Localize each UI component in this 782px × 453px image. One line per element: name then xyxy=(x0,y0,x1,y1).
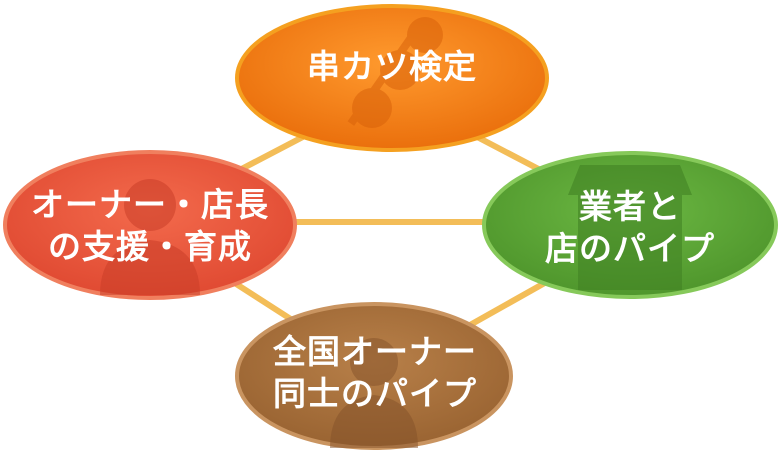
node-owner-line-2: の支援・育成 xyxy=(48,227,252,266)
node-zenkoku-line-2: 同士のパイプ xyxy=(273,374,477,413)
kushikatsu-skewer-icon xyxy=(347,17,443,128)
node-owner-label: オーナー・店長 の支援・育成 xyxy=(22,184,278,268)
connector-gyosha-zenkoku xyxy=(467,277,553,328)
person-icon xyxy=(100,179,200,295)
node-owner-line-1: オーナー・店長 xyxy=(31,185,269,224)
node-zenkoku xyxy=(235,302,513,450)
node-gyosha xyxy=(482,151,778,299)
shop-icon xyxy=(568,165,692,290)
node-kentei xyxy=(235,4,549,152)
node-gyosha-line-1: 業者と xyxy=(579,187,681,226)
node-kentei-label: 串カツ検定 xyxy=(242,46,542,88)
person-icon xyxy=(330,338,418,448)
node-gyosha-line-2: 店のパイプ xyxy=(545,229,715,268)
node-zenkoku-line-1: 全国オーナー xyxy=(273,332,477,371)
node-kentei-line-1: 串カツ検定 xyxy=(307,47,477,86)
connector-owner-zenkoku xyxy=(227,277,303,328)
node-gyosha-label: 業者と 店のパイプ xyxy=(482,186,778,270)
node-owner xyxy=(3,150,297,300)
node-zenkoku-label: 全国オーナー 同士のパイプ xyxy=(240,331,510,415)
